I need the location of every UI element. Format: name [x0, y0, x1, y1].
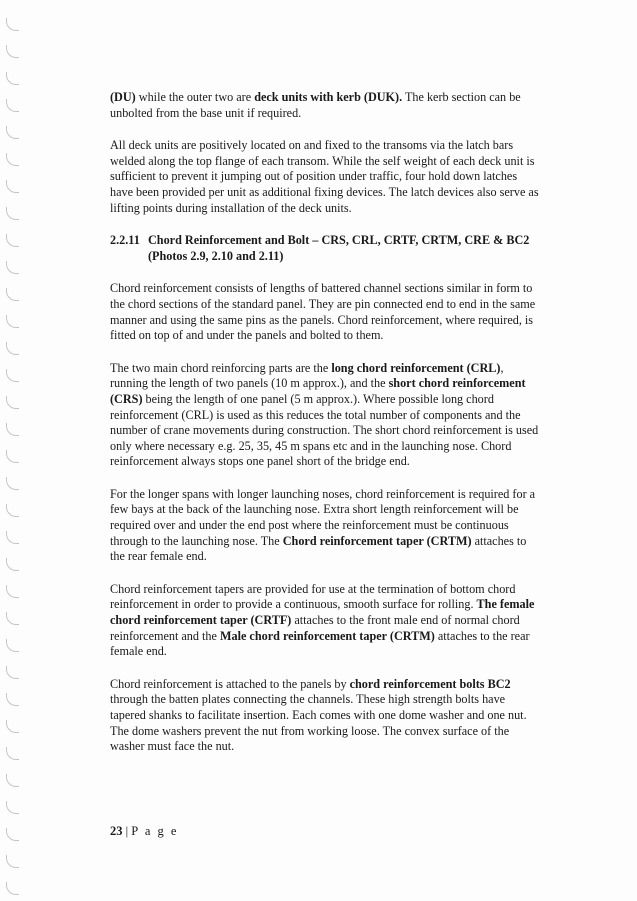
binding-hole	[6, 801, 19, 814]
text-span: For the longer spans with longer launchi…	[110, 486, 536, 548]
binding-hole	[6, 72, 19, 85]
binding-hole	[6, 612, 19, 625]
binding-hole	[6, 558, 19, 571]
text-span: Chord reinforcement tapers are provided …	[110, 581, 516, 612]
page-footer: 23 | P a g e	[110, 824, 178, 839]
binding-hole	[6, 207, 19, 220]
text-span: attaches to the rear female end.	[110, 628, 530, 659]
binding-hole	[6, 828, 19, 841]
binding-hole	[6, 396, 19, 409]
text-span: while the outer two are	[135, 90, 255, 104]
binding-hole	[6, 531, 19, 544]
binding-hole	[6, 45, 19, 58]
text-span: The two main chord reinforcing parts are…	[110, 360, 332, 375]
term-crtf: The female chord reinforcement taper (CR…	[110, 597, 535, 628]
text-span: , running the length of two panels (10 m…	[110, 360, 504, 391]
binding-hole	[6, 18, 19, 31]
text-span: being the length of one panel (5 m appro…	[110, 391, 539, 469]
page-number: 23	[110, 824, 123, 838]
binding-hole	[6, 126, 19, 139]
binding-hole	[6, 747, 19, 760]
spiral-binding	[0, 0, 26, 901]
text-span: attaches to the front male end of normal…	[110, 613, 520, 643]
paragraph-bolts: Chord reinforcement is attached to the p…	[110, 677, 540, 755]
paragraph-chord-intro: Chord reinforcement consists of lengths …	[110, 281, 536, 343]
term-crl: long chord reinforcement (CRL)	[331, 360, 501, 375]
section-subtitle: (Photos 2.9, 2.10 and 2.11)	[148, 248, 284, 263]
paragraph-tapers: Chord reinforcement tapers are provided …	[110, 582, 540, 660]
binding-hole	[6, 234, 19, 247]
binding-hole	[6, 450, 19, 463]
section-title: Chord Reinforcement and Bolt – CRS, CRL,…	[148, 233, 530, 248]
binding-hole	[6, 639, 19, 652]
footer-page-word: P a g e	[131, 824, 179, 838]
binding-hole	[6, 882, 19, 895]
page-body: (DU) while the outer two are deck units …	[110, 90, 540, 772]
text-span: through the batten plates connecting the…	[110, 692, 527, 754]
term-duk: deck units with kerb (DUK).	[254, 90, 403, 104]
binding-hole	[6, 288, 19, 301]
binding-hole	[6, 585, 19, 598]
binding-hole	[6, 369, 19, 382]
text-span: The kerb section can be unbolted from th…	[110, 90, 521, 120]
binding-hole	[6, 693, 19, 706]
text-span: attaches to the rear female end.	[110, 533, 527, 564]
paragraph-deck-units-kerb: (DU) while the outer two are deck units …	[110, 90, 540, 121]
binding-hole	[6, 855, 19, 868]
binding-hole	[6, 666, 19, 679]
footer-separator: |	[122, 824, 132, 838]
binding-hole	[6, 504, 19, 517]
term-crtm-male: Male chord reinforcement taper (CRTM)	[219, 628, 435, 643]
paragraph-deck-latches: All deck units are positively located on…	[110, 138, 539, 215]
paragraph-launching-nose: For the longer spans with longer launchi…	[110, 487, 540, 565]
binding-hole	[6, 774, 19, 787]
section-heading: 2.2.11 Chord Reinforcement and Bolt – CR…	[110, 233, 540, 264]
binding-hole	[6, 315, 19, 328]
text-span: Chord reinforcement is attached to the p…	[110, 676, 350, 691]
binding-hole	[6, 99, 19, 112]
section-number: 2.2.11	[110, 233, 140, 248]
binding-hole	[6, 477, 19, 490]
term-bc2: chord reinforcement bolts BC2	[349, 676, 511, 691]
binding-hole	[6, 180, 19, 193]
binding-hole	[6, 720, 19, 733]
term-crs: short chord reinforcement (CRS)	[110, 376, 526, 406]
binding-hole	[6, 153, 19, 166]
term-du: (DU)	[110, 90, 136, 104]
term-crtm: Chord reinforcement taper (CRTM)	[282, 533, 472, 548]
binding-hole	[6, 261, 19, 274]
binding-hole	[6, 342, 19, 355]
paragraph-main-parts: The two main chord reinforcing parts are…	[110, 361, 540, 470]
binding-hole	[6, 423, 19, 436]
